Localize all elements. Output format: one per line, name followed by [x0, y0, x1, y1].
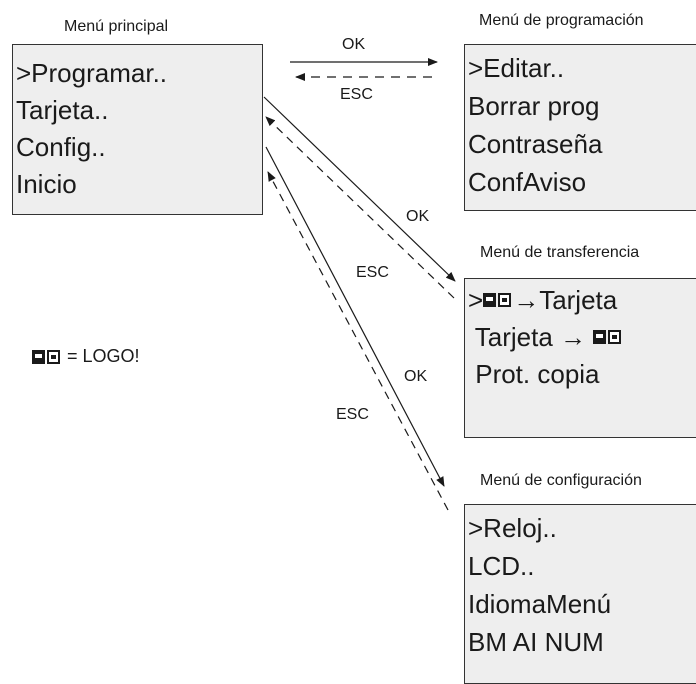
main-menu-item-config[interactable]: Config.. — [16, 132, 106, 162]
main-menu-item-inicio[interactable]: Inicio — [16, 169, 77, 199]
programming-menu-item-borrar[interactable]: Borrar prog — [468, 91, 600, 121]
arrow-label-esc-config: ESC — [336, 406, 369, 423]
config-menu-item-lcd[interactable]: LCD.. — [468, 551, 535, 581]
programming-menu-box: >Editar.. Borrar prog Contraseña ConfAvi… — [464, 44, 696, 211]
programming-menu-item-confaviso[interactable]: ConfAviso — [468, 167, 587, 197]
main-menu-title: Menú principal — [64, 18, 169, 35]
config-menu-title: Menú de configuración — [480, 472, 642, 489]
transfer-menu-title: Menú de transferencia — [480, 244, 640, 261]
main-menu-box: >Programar.. Tarjeta.. Config.. Inicio — [12, 44, 263, 215]
arrow-ok-config — [265, 146, 445, 487]
config-menu-item-bm-ai-num[interactable]: BM AI NUM — [468, 627, 604, 657]
main-menu-item-tarjeta[interactable]: Tarjeta.. — [16, 95, 109, 125]
programming-menu-title: Menú de programación — [479, 12, 644, 29]
legend-text: = LOGO! — [62, 346, 140, 366]
arrow-label-ok-config: OK — [404, 368, 428, 385]
arrows-layer — [263, 58, 456, 511]
arrow-esc-transfer — [265, 116, 455, 299]
config-menu-item-idioma[interactable]: IdiomaMenú — [468, 589, 612, 619]
transfer-menu-item-card-to-logo[interactable]: Tarjeta → — [468, 322, 623, 352]
arrow-label-ok-programming: OK — [342, 36, 366, 53]
config-menu-box: >Reloj.. LCD.. IdiomaMenú BM AI NUM — [464, 504, 696, 684]
config-menu-item-reloj[interactable]: >Reloj.. — [468, 513, 557, 543]
logo-module-icon — [32, 349, 62, 365]
transfer-line1-prefix: > — [468, 285, 484, 315]
arrow-label-ok-transfer: OK — [406, 208, 430, 225]
transfer-menu-item-prot-copia[interactable]: Prot. copia — [468, 359, 600, 389]
programming-menu-item-contrasena[interactable]: Contraseña — [468, 129, 603, 159]
transfer-line1-suffix: →Tarjeta — [513, 285, 618, 315]
arrow-label-esc-programming: ESC — [340, 86, 373, 103]
legend: = LOGO! — [32, 346, 140, 367]
transfer-menu-item-logo-to-card[interactable]: > →Tarjeta — [468, 285, 617, 315]
transfer-menu-box: > →Tarjeta Tarjeta → Prot. copia — [464, 278, 696, 438]
transfer-line2-prefix: Tarjeta → — [468, 322, 594, 352]
logo-module-icon — [593, 329, 623, 345]
arrow-esc-config — [267, 171, 449, 511]
programming-menu-item-editar[interactable]: >Editar.. — [468, 53, 565, 83]
arrow-ok-transfer — [263, 96, 456, 282]
logo-module-icon — [483, 292, 513, 308]
arrow-label-esc-transfer: ESC — [356, 264, 389, 281]
main-menu-item-programar[interactable]: >Programar.. — [16, 58, 168, 88]
